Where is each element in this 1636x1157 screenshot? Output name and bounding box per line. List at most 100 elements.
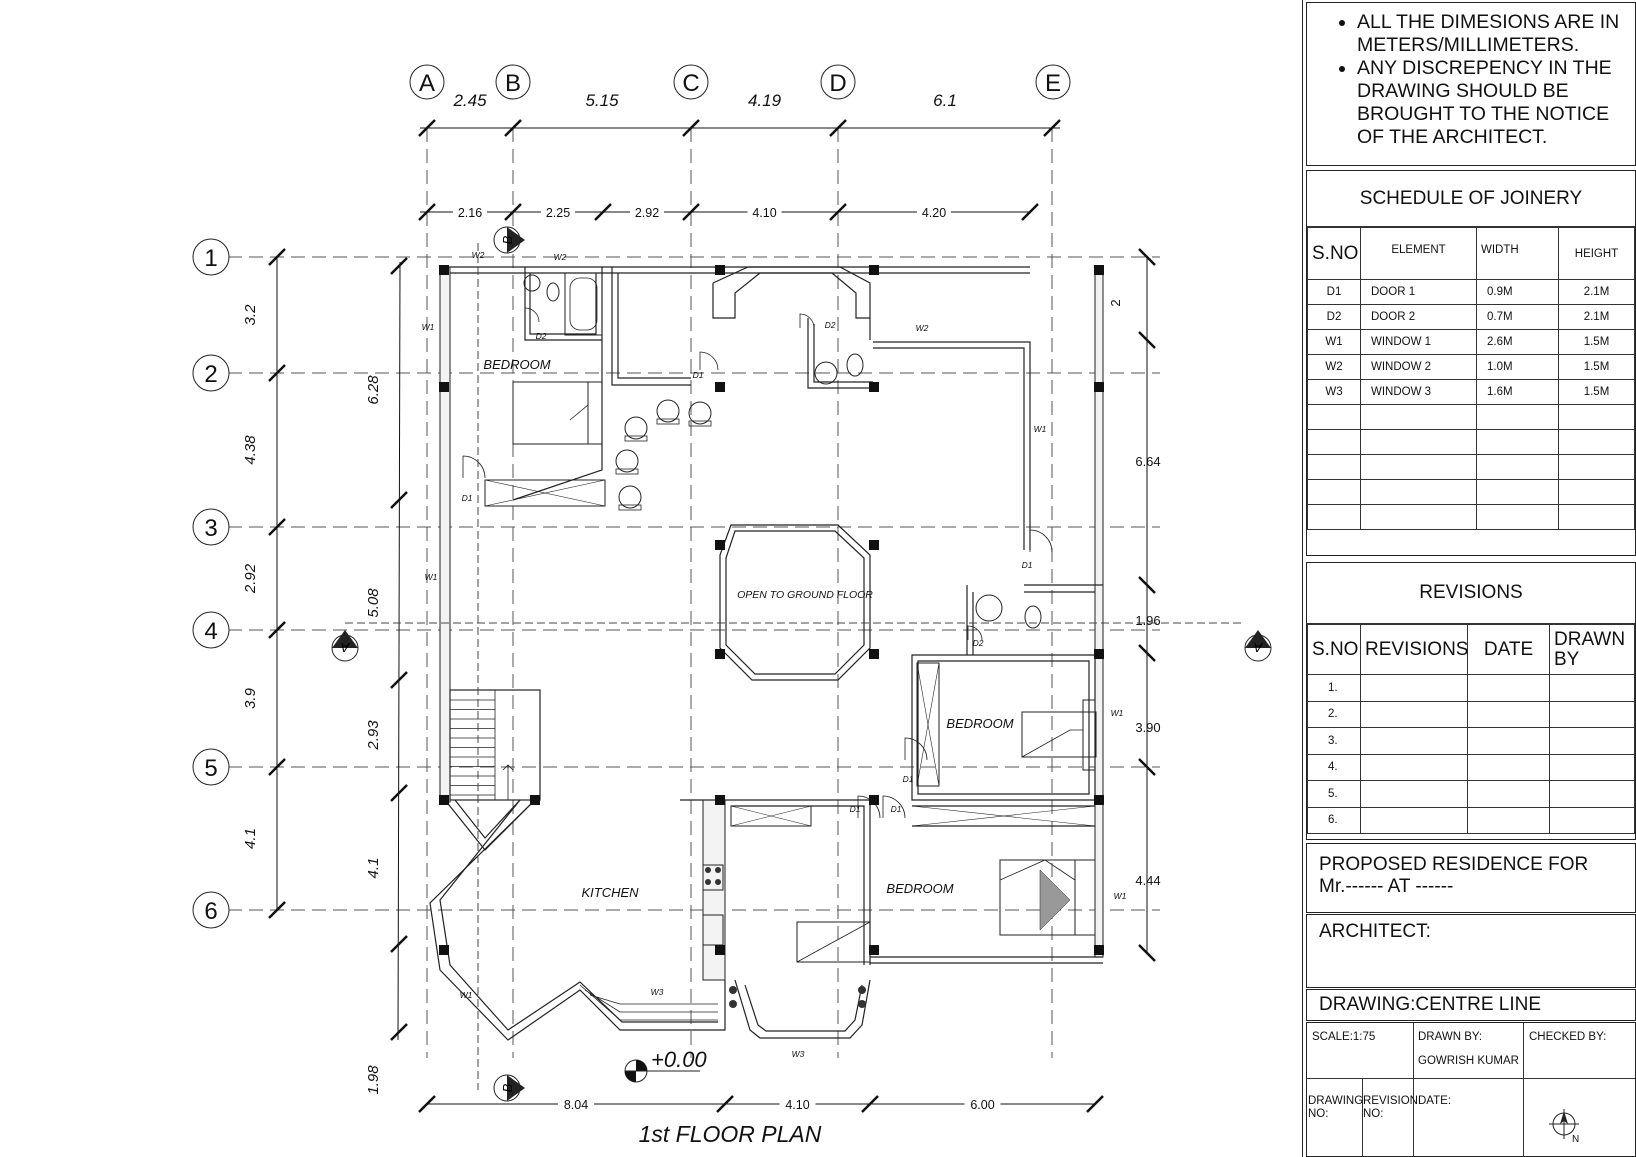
section-arrow bbox=[1245, 630, 1271, 648]
schedule-cell: 2.1M bbox=[1558, 304, 1635, 330]
chair-back bbox=[688, 420, 712, 427]
bathtub-basin bbox=[569, 277, 598, 331]
schedule-empty-row bbox=[1307, 479, 1635, 505]
dimension-tick bbox=[418, 203, 436, 221]
schedule-cell: 1.6M bbox=[1476, 379, 1559, 405]
column bbox=[715, 540, 725, 550]
column bbox=[715, 795, 725, 805]
dimension-text: 2.16 bbox=[458, 206, 482, 220]
schedule-empty-row bbox=[1307, 454, 1635, 480]
chair bbox=[618, 485, 642, 509]
grid-label-row: 2 bbox=[204, 361, 217, 388]
hob-burner bbox=[705, 879, 711, 885]
grid-bubble bbox=[192, 238, 230, 276]
revisions-header: S.NO REVISIONS DATE DRAWN BY bbox=[1307, 624, 1635, 675]
wall bbox=[611, 267, 691, 386]
wall bbox=[719, 524, 871, 681]
section-mark: B bbox=[493, 1074, 525, 1102]
bed-pattern bbox=[1039, 869, 1071, 931]
dimension-text: 5.15 bbox=[585, 91, 619, 110]
column bbox=[869, 540, 879, 550]
wall bbox=[807, 318, 873, 389]
chair-back bbox=[618, 504, 642, 511]
column bbox=[869, 945, 879, 955]
wall-segment bbox=[439, 266, 451, 803]
wardrobe bbox=[916, 662, 940, 787]
dimension-tick bbox=[390, 257, 408, 275]
wardrobe-cross bbox=[916, 662, 940, 787]
wall bbox=[617, 273, 691, 379]
revision-row: 5. bbox=[1307, 780, 1635, 808]
tag-label-w2: W2 bbox=[916, 323, 929, 333]
schedule-cell: 1.5M bbox=[1558, 329, 1635, 355]
dimension-text: 3.9 bbox=[242, 687, 259, 709]
door-swing bbox=[462, 455, 486, 479]
dimension-tick bbox=[268, 758, 286, 776]
tag-label-w3: W3 bbox=[651, 987, 664, 997]
wall bbox=[744, 984, 863, 1032]
revision-no-label: REVISION NO: bbox=[1363, 1095, 1418, 1120]
dimension-text-bg bbox=[747, 204, 782, 218]
column bbox=[715, 382, 725, 392]
architect-field: ARCHITECT: bbox=[1306, 914, 1636, 988]
header-element: ELEMENT bbox=[1360, 227, 1477, 280]
column bbox=[1094, 945, 1104, 955]
grid-bubble bbox=[192, 354, 230, 392]
rev-header-drawn-by: DRAWN BY bbox=[1549, 624, 1635, 675]
dimension-text: 2.93 bbox=[365, 720, 382, 751]
tag-label-w1: W1 bbox=[425, 572, 438, 582]
schedule-cell: W2 bbox=[1307, 354, 1361, 380]
chair-back bbox=[615, 468, 639, 475]
furniture bbox=[462, 272, 1097, 1008]
door-swing bbox=[967, 625, 983, 641]
column bbox=[869, 265, 879, 275]
section-label: A bbox=[1254, 640, 1264, 655]
dimension-text: 8.04 bbox=[564, 1098, 588, 1112]
grid-label-column: A bbox=[419, 70, 435, 97]
wall bbox=[712, 272, 870, 319]
dimension-text: 6.64 bbox=[1135, 454, 1160, 469]
dimension-tick bbox=[594, 203, 612, 221]
grid-bubble bbox=[192, 508, 230, 546]
bathtub bbox=[564, 272, 603, 336]
title-block: SCALE:1:75 DRAWN BY: GOWRISH KUMAR CHECK… bbox=[1306, 1022, 1636, 1157]
dimension-tick bbox=[268, 364, 286, 382]
grid-bubble bbox=[192, 611, 230, 649]
tag-label-d1: D1 bbox=[1022, 560, 1033, 570]
schedule-cell: WINDOW 3 bbox=[1360, 379, 1477, 405]
schedule-cell: WINDOW 2 bbox=[1360, 354, 1477, 380]
window-w3 bbox=[579, 984, 718, 1021]
stair-arrow bbox=[502, 764, 514, 800]
column bbox=[869, 795, 879, 805]
wall bbox=[454, 799, 521, 839]
grid-label-column: D bbox=[829, 70, 846, 97]
dimension-text: 2.92 bbox=[242, 563, 259, 594]
wall bbox=[529, 273, 597, 335]
tag-label-w2: W2 bbox=[554, 252, 567, 262]
level-marker bbox=[624, 1059, 700, 1083]
room-label-bedroom: BEDROOM bbox=[483, 357, 550, 372]
grid-bubble bbox=[820, 64, 856, 100]
wall bbox=[873, 347, 1025, 550]
column bbox=[1094, 265, 1104, 275]
grid-bubble bbox=[1035, 64, 1071, 100]
wall bbox=[813, 324, 873, 383]
grid-label-row: 3 bbox=[204, 515, 217, 542]
dimension-text: 2.92 bbox=[635, 206, 659, 220]
bed-headboard bbox=[587, 381, 603, 445]
schedule-cell: 1.5M bbox=[1558, 354, 1635, 380]
columns bbox=[439, 265, 1104, 955]
north-label: N bbox=[1572, 1134, 1580, 1145]
chair-back bbox=[624, 435, 648, 442]
desk-line bbox=[796, 921, 871, 963]
dimension-tick bbox=[1138, 576, 1156, 594]
dimension-text: 2.25 bbox=[546, 206, 570, 220]
hob-burner bbox=[715, 867, 721, 873]
wardrobe-cross bbox=[730, 805, 812, 827]
chair bbox=[615, 449, 639, 473]
washbasin bbox=[975, 594, 1003, 622]
column bbox=[715, 649, 725, 659]
dimension-text-bg bbox=[779, 1096, 816, 1110]
wall bbox=[725, 530, 865, 675]
